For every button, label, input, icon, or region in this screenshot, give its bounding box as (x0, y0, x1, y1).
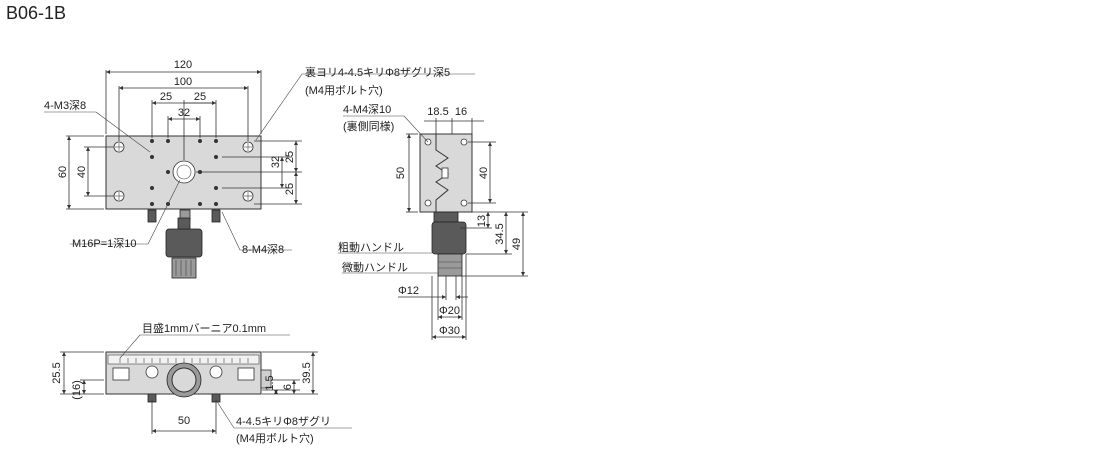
drawing-title: B06-1B (6, 3, 67, 23)
dim-49: 49 (511, 238, 523, 250)
dim-34-5: 34.5 (494, 223, 506, 244)
top-view: 120 100 25 25 32 60 40 32 (44, 59, 475, 279)
dim-1-5: 1.5 (264, 375, 276, 390)
note-m16: M16P=1深10 (72, 237, 137, 250)
note-m4-side: 4-M4深10 (343, 103, 391, 116)
dim-18-5: 18.5 (427, 106, 448, 118)
side-view: 18.5 16 50 40 13 34.5 49 Φ12 Φ20 (338, 103, 528, 340)
dim-16: 16 (455, 106, 467, 118)
dim-16-paren: (16) (71, 380, 83, 400)
side-view-coarse-handle (431, 221, 467, 255)
dim-phi12: Φ12 (398, 285, 419, 297)
dim-32-right: 32 (270, 156, 282, 168)
dim-60: 60 (57, 166, 69, 178)
dim-phi20: Φ20 (439, 305, 460, 317)
note-fine-handle: 微動ハンドル (342, 260, 408, 274)
dim-100: 100 (174, 76, 192, 88)
note-m4-8: 8-M4深8 (242, 243, 284, 256)
tapped-holes (150, 139, 218, 206)
front-view: 25.5 (16) 1.5 6 39.5 50 目盛1mmバーニア0.1mm 4… (51, 321, 352, 445)
top-view-fine-handle (171, 257, 197, 279)
note-front-holes: 4-4.5キリΦ8ザグリ (236, 414, 331, 428)
scale-ticks (119, 358, 249, 363)
dim-25-lower: 25 (284, 183, 296, 195)
note-scale: 目盛1mmバーニア0.1mm (142, 321, 266, 335)
dim-25-right: 25 (194, 91, 206, 103)
note-back-holes: 裏ヨリ4-4.5キリΦ8ザグリ深5 (305, 65, 450, 79)
note-front-holes-sub: (M4用ボルト穴) (236, 431, 314, 445)
corner-holes (113, 141, 254, 202)
top-view-coarse-handle (165, 228, 203, 258)
note-back-holes-sub: (M4用ボルト穴) (305, 83, 383, 97)
dim-6: 6 (282, 384, 294, 390)
dim-39-5: 39.5 (301, 362, 313, 383)
dim-50-side: 50 (395, 167, 407, 179)
dim-25-5: 25.5 (51, 362, 63, 383)
dim-phi30: Φ30 (439, 325, 460, 337)
dim-120: 120 (174, 59, 192, 71)
note-m3: 4-M3深8 (44, 99, 86, 112)
dim-25-left: 25 (160, 91, 172, 103)
dim-13: 13 (476, 215, 488, 227)
dim-32-top: 32 (178, 107, 190, 119)
dim-25-upper: 25 (284, 151, 296, 163)
center-hole (172, 160, 196, 184)
side-view-fine-handle (437, 253, 463, 277)
dim-40-left: 40 (76, 166, 88, 178)
note-coarse-handle: 粗動ハンドル (338, 240, 404, 254)
dim-50-front: 50 (178, 415, 190, 427)
dim-40-side: 40 (478, 167, 490, 179)
note-m4-side-sub: (裏側同様) (343, 119, 394, 133)
